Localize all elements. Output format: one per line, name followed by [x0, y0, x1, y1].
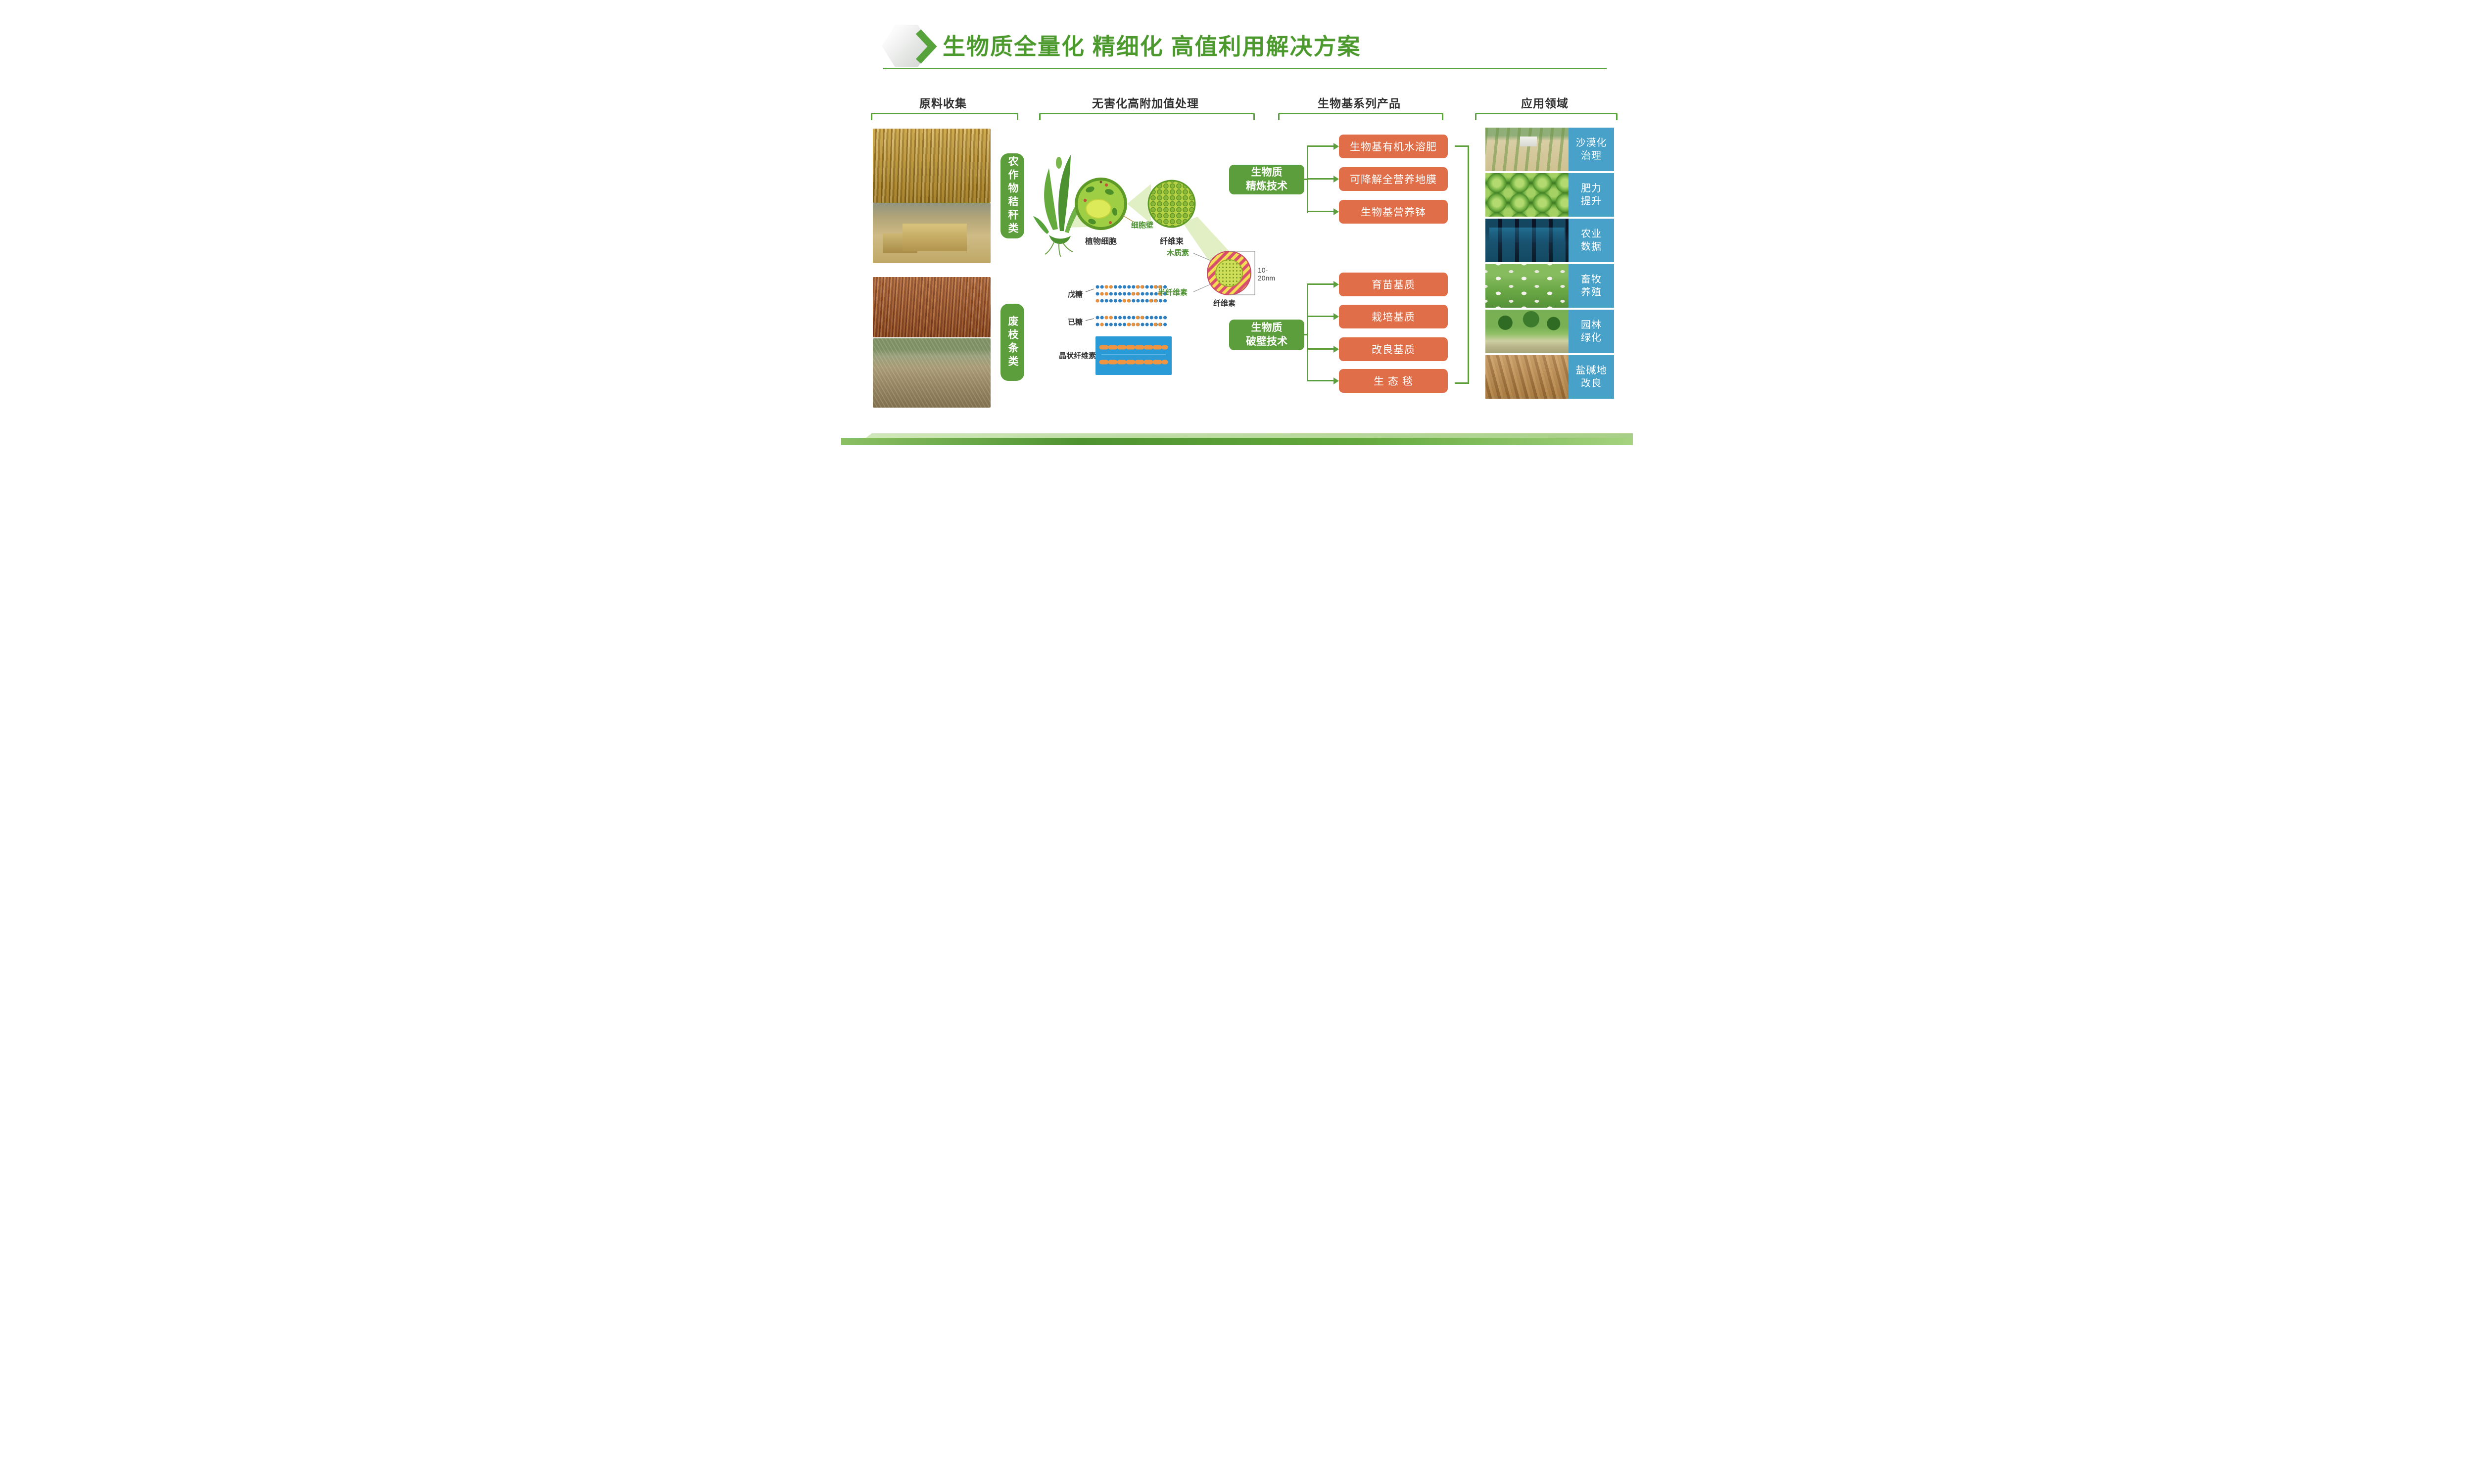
page-title: 生物质全量化 精细化 高值利用解决方案: [943, 34, 1361, 59]
crystalline-cellulose-graphic: [1095, 336, 1172, 375]
processing-diagram-graphic: [1033, 155, 1255, 375]
title-underline: [883, 68, 1607, 69]
footer-band-light: [866, 433, 1633, 438]
application-row: 盐碱地 改良: [1485, 355, 1614, 399]
product-item: 生 态 毯: [1339, 369, 1448, 393]
application-label: 畜牧 养殖: [1569, 264, 1614, 308]
photo-dry-branches: [873, 277, 991, 337]
application-row: 沙漠化 治理: [1485, 128, 1614, 171]
application-label: 农业 数据: [1569, 219, 1614, 262]
applications-list: 沙漠化 治理 肥力 提升 农业 数据 畜牧 养殖 园林 绿化 盐碱地 改良: [1485, 128, 1614, 399]
application-row: 园林 绿化: [1485, 310, 1614, 353]
connector-arrow: [1333, 313, 1339, 320]
group-label-crop-straw: 农作物秸秆类: [1000, 153, 1024, 238]
connector-arrow: [1333, 208, 1339, 215]
application-label: 园林 绿化: [1569, 310, 1614, 353]
application-row: 农业 数据: [1485, 219, 1614, 262]
section-header-applications: 应用领域: [1521, 97, 1569, 110]
connector-line: [1307, 145, 1334, 147]
photo-landscape-greening: [1485, 310, 1569, 353]
processing-diagram: 植物细胞 细胞壁 纤维束 木质素 半纤维素 纤维素 10-20nm 戊糖 已糖 …: [1033, 124, 1276, 386]
tech-box-wall-breaking: 生物质 破壁技术: [1229, 320, 1304, 350]
chevron-icon: [915, 29, 937, 64]
fiber-bundle-graphic: [1147, 180, 1196, 228]
section-header-products: 生物基系列产品: [1318, 97, 1401, 110]
product-item: 生物基有机水溶肥: [1339, 135, 1448, 158]
connector-line: [1307, 316, 1334, 317]
label-crystalline-cellulose: 晶状纤维素: [1059, 352, 1096, 360]
bracket-products: [1278, 113, 1443, 120]
product-item: 可降解全营养地膜: [1339, 167, 1448, 191]
products-to-applications-bracket: [1455, 145, 1469, 384]
photo-livestock-breeding: [1485, 264, 1569, 308]
label-cellulose: 纤维素: [1213, 299, 1236, 308]
connector-line: [1304, 334, 1308, 335]
label-cell-wall: 细胞壁: [1131, 221, 1154, 230]
connector-line: [1307, 283, 1334, 285]
application-label: 盐碱地 改良: [1569, 355, 1614, 399]
connector-arrow: [1333, 377, 1339, 384]
section-header-materials: 原料收集: [919, 97, 967, 110]
tech-box-refining: 生物质 精炼技术: [1229, 165, 1304, 194]
connector-arrow: [1333, 176, 1339, 183]
connector-arrow: [1333, 143, 1339, 150]
group-label-waste-branches: 废枝条类: [1000, 304, 1024, 381]
connector-line: [1307, 348, 1334, 350]
product-item: 育苗基质: [1339, 273, 1448, 296]
fiber-cross-section-graphic: [1193, 251, 1255, 295]
molecule-chains-graphic: [1085, 285, 1171, 326]
photo-straw-bales: [873, 203, 991, 263]
product-item: 生物基营养钵: [1339, 200, 1448, 224]
application-row: 畜牧 养殖: [1485, 264, 1614, 308]
application-row: 肥力 提升: [1485, 173, 1614, 217]
label-hexose: 已糖: [1068, 318, 1083, 326]
photo-corn-stalks: [873, 129, 991, 203]
slide: 生物质全量化 精细化 高值利用解决方案 原料收集 无害化高附加值处理 生物基系列…: [841, 0, 1633, 445]
plant-cell-graphic: [1075, 178, 1134, 230]
label-diameter: 10-20nm: [1258, 266, 1276, 282]
label-lignin: 木质素: [1167, 249, 1189, 257]
connector-line: [1307, 211, 1334, 212]
section-header-processing: 无害化高附加值处理: [1092, 97, 1199, 110]
connector-arrow: [1333, 281, 1339, 288]
photo-agriculture-data: [1485, 219, 1569, 262]
product-item: 改良基质: [1339, 337, 1448, 361]
label-fiber-bundle: 纤维束: [1159, 237, 1184, 246]
photo-branch-pile: [873, 338, 991, 408]
connector-line: [1307, 283, 1308, 381]
application-label: 肥力 提升: [1569, 173, 1614, 217]
connector-line: [1304, 179, 1308, 180]
label-hemicellulose: 半纤维素: [1158, 288, 1188, 297]
label-plant-cell: 植物细胞: [1085, 237, 1117, 246]
connector-arrow: [1333, 346, 1339, 353]
photo-fertility-improvement: [1485, 173, 1569, 217]
footer-band-main: [841, 438, 1633, 445]
product-item: 栽培基质: [1339, 305, 1448, 328]
photo-saline-soil-improvement: [1485, 355, 1569, 399]
bracket-processing: [1039, 113, 1255, 120]
connector-line: [1307, 380, 1334, 381]
bracket-applications: [1475, 113, 1618, 120]
photo-desertification-control: [1485, 128, 1569, 171]
application-label: 沙漠化 治理: [1569, 128, 1614, 171]
bracket-materials: [871, 113, 1018, 120]
label-pentose: 戊糖: [1068, 290, 1083, 299]
connector-line: [1307, 178, 1334, 180]
